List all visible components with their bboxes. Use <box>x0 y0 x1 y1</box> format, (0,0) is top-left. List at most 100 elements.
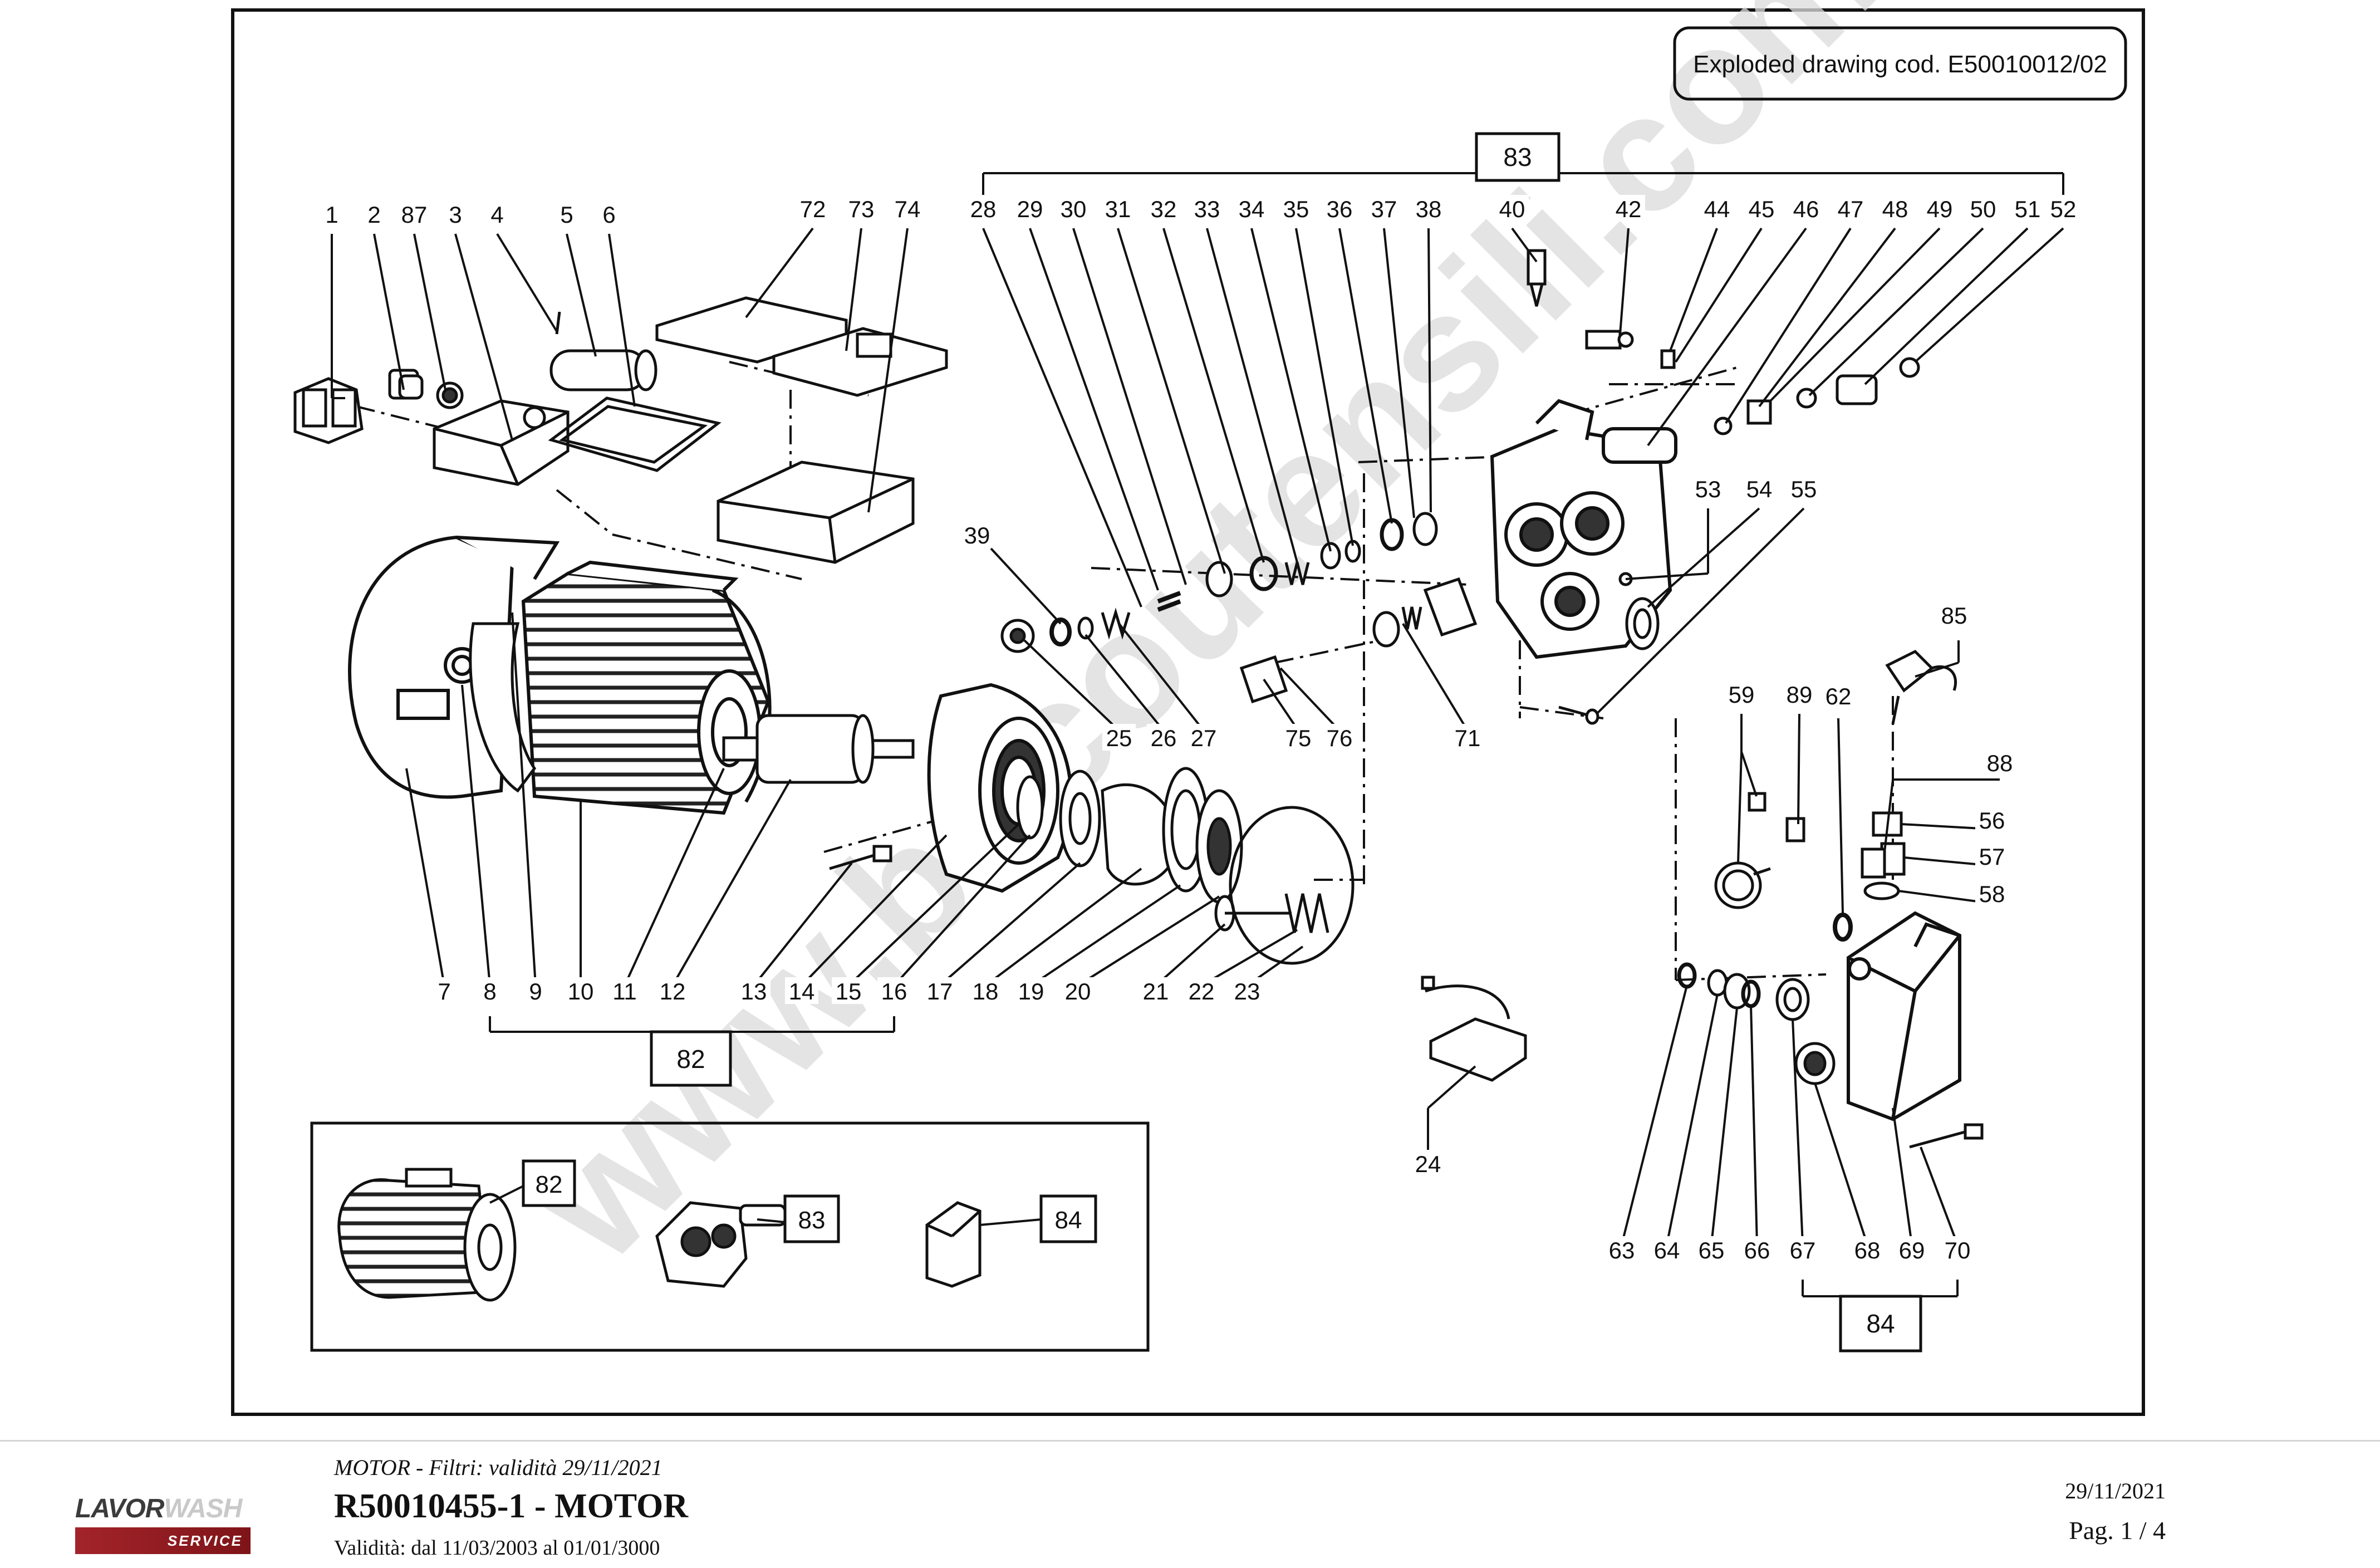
logo-service-bar: SERVICE <box>75 1527 251 1554</box>
part-number-66: 66 <box>1744 1237 1770 1263</box>
part-number-12: 12 <box>660 978 686 1004</box>
part-label-bg <box>439 200 472 227</box>
part-number-37: 37 <box>1371 196 1397 222</box>
part-number-76: 76 <box>1327 725 1353 751</box>
part-number-65: 65 <box>1699 1237 1725 1263</box>
part-label-bg <box>1412 195 1445 222</box>
bolt-13-part <box>829 845 892 870</box>
group-82-box <box>650 1030 732 1087</box>
part-number-5: 5 <box>560 202 573 228</box>
part-label-bg <box>832 977 865 1004</box>
part-number-9: 9 <box>529 978 542 1004</box>
pressure-switch-85 <box>1885 649 1957 724</box>
part-number-30: 30 <box>1061 196 1087 222</box>
swash-plate-parts <box>1016 767 1243 904</box>
part-number-54: 54 <box>1746 476 1773 502</box>
part-label-bg <box>1013 195 1047 222</box>
part-number-25: 25 <box>1106 725 1132 751</box>
part-number-40: 40 <box>1499 196 1525 222</box>
part-number-26: 26 <box>1151 725 1177 751</box>
part-label-bg <box>845 195 878 222</box>
part-label-bg <box>1983 749 2016 776</box>
part-number-70: 70 <box>1945 1237 1971 1263</box>
part-label-bg <box>1937 601 1971 628</box>
part-label-bg <box>1282 724 1315 751</box>
part-label-bg <box>1101 195 1135 222</box>
part-number-22: 22 <box>1189 978 1215 1004</box>
part-label-bg <box>1895 1236 1928 1263</box>
part-label-bg <box>1057 195 1090 222</box>
part-number-36: 36 <box>1327 196 1353 222</box>
part-label-bg <box>923 977 956 1004</box>
motor-housing-part <box>348 535 560 799</box>
part-label-bg <box>1190 195 1224 222</box>
part-number-14: 14 <box>789 978 815 1004</box>
part-label-bg <box>1495 195 1529 222</box>
part-number-68: 68 <box>1854 1237 1881 1263</box>
part-label-bg <box>1822 682 1855 709</box>
part-number-56: 56 <box>1979 807 2005 834</box>
switch-part <box>293 377 364 444</box>
capacitor-part <box>549 311 657 391</box>
part-number-33: 33 <box>1194 196 1220 222</box>
part-number-7: 7 <box>438 978 450 1004</box>
part-number-52: 52 <box>2050 196 2077 222</box>
part-label-bg <box>2011 195 2044 222</box>
inset-leader-82 <box>489 1185 524 1204</box>
part-number-35: 35 <box>1283 196 1309 222</box>
part-label-bg <box>1966 195 2000 222</box>
part-label-bg <box>1650 1236 1684 1263</box>
part-number-21: 21 <box>1143 978 1169 1004</box>
part-number-75: 75 <box>1285 725 1312 751</box>
unloader-body-part <box>1847 911 1961 1121</box>
part-number-4: 4 <box>490 202 503 228</box>
part-number-19: 19 <box>1018 978 1044 1004</box>
part-number-72: 72 <box>800 196 826 222</box>
part-number-32: 32 <box>1151 196 1177 222</box>
part-label-bg <box>1147 724 1180 751</box>
part-label-bg <box>1061 977 1095 1004</box>
part-number-59: 59 <box>1729 682 1755 708</box>
part-number-50: 50 <box>1970 196 1996 222</box>
part-label-bg <box>1187 724 1220 751</box>
part-number-39: 39 <box>964 522 990 548</box>
part-label-bg <box>737 977 771 1004</box>
drawing-code-label: Exploded drawing cod. E50010012/02 <box>1693 51 2107 78</box>
part-number-55: 55 <box>1791 476 1817 502</box>
group-84-label: 84 <box>1866 1309 1895 1338</box>
part-label-bg <box>1014 977 1048 1004</box>
part-number-87: 87 <box>401 202 428 228</box>
inset-83-box <box>783 1194 840 1243</box>
piston-parts <box>1214 806 1355 965</box>
group-84-box <box>1839 1295 1922 1353</box>
part-label-bg <box>1834 195 1867 222</box>
part-label-bg <box>1367 195 1401 222</box>
gauge-59 <box>1714 792 1805 909</box>
document-date: 29/11/2021 <box>2065 1478 2166 1503</box>
part-number-51: 51 <box>2015 196 2041 222</box>
motor-stator-part <box>521 560 772 815</box>
capacitor-part-24 <box>1421 976 1527 1082</box>
part-label-bg <box>877 977 911 1004</box>
part-number-71: 71 <box>1455 725 1481 751</box>
inset-leader-83 <box>757 1218 786 1223</box>
part-label-bg <box>1851 1236 1884 1263</box>
inset-unloader <box>925 1201 982 1288</box>
part-number-31: 31 <box>1105 196 1131 222</box>
filter-text: MOTOR - Filtri: validità 29/11/2021 <box>334 1455 663 1480</box>
part-label-bg <box>519 977 552 1004</box>
part-number-46: 46 <box>1793 196 1819 222</box>
part-number-47: 47 <box>1838 196 1864 222</box>
part-number-3: 3 <box>449 202 462 228</box>
part-number-20: 20 <box>1065 978 1091 1004</box>
part-number-34: 34 <box>1239 196 1265 222</box>
part-number-44: 44 <box>1704 196 1730 222</box>
part-number-45: 45 <box>1749 196 1775 222</box>
part-label-bg <box>1975 880 2009 906</box>
part-number-85: 85 <box>1941 602 1967 629</box>
part-number-67: 67 <box>1790 1237 1816 1263</box>
part-label-bg <box>1147 195 1180 222</box>
part-label-bg <box>1975 842 2009 869</box>
